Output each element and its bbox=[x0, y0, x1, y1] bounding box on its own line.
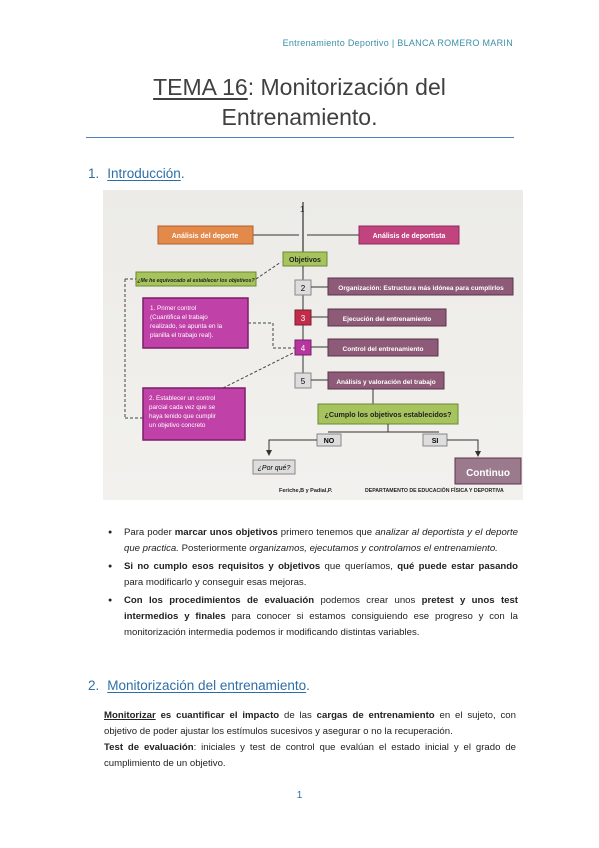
analisis-deporte-box bbox=[157, 225, 254, 245]
equivocado-connector bbox=[255, 261, 282, 280]
control-label: Control del entrenamiento bbox=[343, 346, 424, 353]
section-number: 1. bbox=[88, 166, 100, 181]
por-que-box bbox=[252, 459, 296, 475]
page-title: TEMA 16: Monitorización del Entrenamient… bbox=[0, 72, 599, 132]
intro-bullet-list: Para poder marcar unos objetivos primero… bbox=[108, 525, 518, 643]
cumplo-label: ¿Cumplo los objetivos establecidos? bbox=[325, 410, 452, 419]
running-header: Entrenamiento Deportivo | BLANCA ROMERO … bbox=[282, 38, 513, 48]
title-rule bbox=[86, 137, 514, 138]
no-arrow bbox=[266, 439, 317, 456]
equivocado-label: ¿Me he equivocado al establecer los obje… bbox=[137, 278, 255, 284]
title-topic-name: : Monitorización del bbox=[247, 74, 446, 100]
establecer-text: 2. Establecer un control parcial cada ve… bbox=[149, 395, 218, 429]
step-2-number: 2 bbox=[301, 284, 306, 293]
monitorizar-paragraph: Monitorizar es cuantificar el impacto de… bbox=[104, 710, 516, 737]
analisis-deportista-box bbox=[358, 225, 460, 245]
primer-control-box bbox=[142, 297, 249, 349]
objetivos-label: Objetivos bbox=[289, 257, 321, 264]
test-evaluacion-paragraph: Test de evaluación: iniciales y test de … bbox=[104, 742, 516, 769]
title-line2: Entrenamiento. bbox=[221, 104, 378, 130]
step-1-number: 1 bbox=[300, 205, 305, 214]
continuo-label: Continuo bbox=[466, 468, 510, 479]
diagram-credit: Feriche,B y Padial,P. bbox=[279, 488, 333, 494]
analisis-deporte-label: Análisis del deporte bbox=[172, 233, 239, 240]
analisis-trabajo-label: Análisis y valoración del trabajo bbox=[336, 379, 435, 386]
section-title: Monitorización del entrenamiento bbox=[107, 678, 307, 693]
primer-control-connector bbox=[248, 322, 295, 349]
establecer-box bbox=[142, 387, 246, 441]
step-4-number: 4 bbox=[301, 344, 306, 353]
section-heading-introduccion: 1. Introducción. bbox=[88, 166, 185, 181]
no-label: NO bbox=[324, 438, 335, 445]
analisis-deportista-label: Análisis de deportista bbox=[373, 233, 446, 240]
ejecucion-label: Ejecución del entrenamiento bbox=[343, 316, 432, 323]
step-3-number: 3 bbox=[301, 314, 306, 323]
diagram-department: DEPARTAMENTO DE EDUCACIÓN FÍSICA Y DEPOR… bbox=[365, 486, 504, 494]
organizacion-label: Organización: Estructura más idónea para… bbox=[338, 285, 504, 292]
section-heading-monitorizacion: 2. Monitorización del entrenamiento. bbox=[88, 678, 310, 693]
list-item: Con los procedimientos de evaluación pod… bbox=[108, 593, 518, 641]
list-item: Si no cumplo esos requisitos y objetivos… bbox=[108, 559, 518, 591]
establecer-connector bbox=[222, 351, 296, 389]
section-number: 2. bbox=[88, 678, 100, 693]
section-title: Introducción bbox=[107, 166, 181, 181]
por-que-label: ¿Por qué? bbox=[258, 465, 291, 472]
title-topic-number: TEMA 16 bbox=[153, 74, 248, 100]
section-dot: . bbox=[306, 678, 310, 693]
continuo-box bbox=[454, 457, 522, 485]
step-5-number: 5 bbox=[301, 377, 306, 386]
si-arrow bbox=[447, 439, 481, 457]
list-item: Para poder marcar unos objetivos primero… bbox=[108, 525, 518, 557]
training-process-diagram: 1 Análisis del deporte Análisis de depor… bbox=[103, 190, 523, 500]
primer-control-text: 1. Primer control (Cuantifica el trabajo… bbox=[150, 305, 224, 339]
section-dot: . bbox=[180, 166, 185, 181]
page-number: 1 bbox=[296, 790, 303, 801]
objetivos-box bbox=[282, 251, 328, 267]
si-label: SI bbox=[432, 438, 439, 445]
